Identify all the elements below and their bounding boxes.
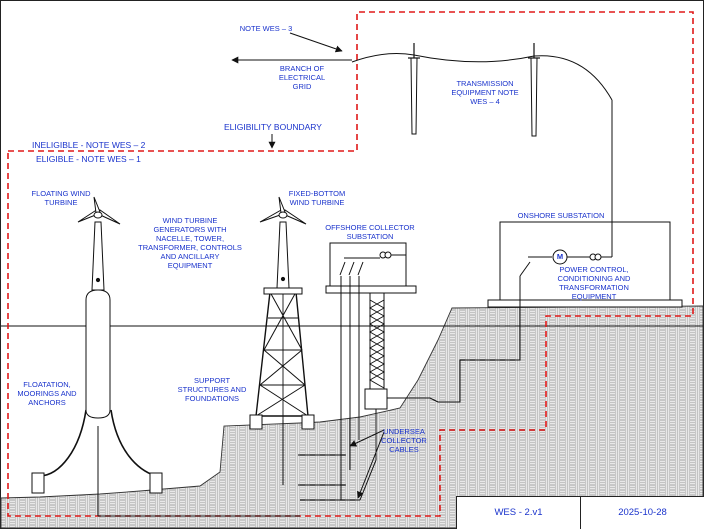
support-structures-label: SUPPORT STRUCTURES AND FOUNDATIONS <box>177 376 247 403</box>
drawing-date: 2025-10-28 <box>581 497 704 529</box>
fixed-bottom-wind-turbine <box>249 196 315 430</box>
undersea-cables-label: UNDERSEA COLLECTOR CABLES <box>381 427 427 454</box>
offshore-substation-label: OFFSHORE COLLECTOR SUBSTATION <box>325 223 415 241</box>
drawing-id: WES - 2.v1 <box>457 497 581 529</box>
note-wes3-arrow <box>289 32 343 53</box>
title-block: WES - 2.v1 2025-10-28 <box>456 496 704 529</box>
power-control-label: POWER CONTROL, CONDITIONING AND TRANSFOR… <box>557 265 631 301</box>
offshore-collector-substation <box>325 242 417 500</box>
undersea-collector-cables <box>98 397 448 517</box>
branch-grid-label: BRANCH OF ELECTRICAL GRID <box>278 64 326 91</box>
transmission-equipment-label: TRANSMISSION EQUIPMENT NOTE WES – 4 <box>451 79 519 106</box>
transmission-pole-right <box>528 43 540 137</box>
fixed-bottom-label: FIXED-BOTTOM WIND TURBINE <box>288 189 346 207</box>
transmission-line <box>351 53 613 222</box>
eligible-label: ELIGIBLE - NOTE WES – 1 <box>36 154 141 164</box>
floatation-label: FLOATATION, MOORINGS AND ANCHORS <box>17 380 77 407</box>
note-wes3-label: NOTE WES – 3 <box>239 24 293 33</box>
onshore-substation-label: ONSHORE SUBSTATION <box>517 211 605 220</box>
generators-label: WIND TURBINE GENERATORS WITH NACELLE, TO… <box>138 216 242 270</box>
ineligible-label: INELIGIBLE - NOTE WES – 2 <box>32 140 146 150</box>
floating-turbine-label: FLOATING WIND TURBINE <box>31 189 91 207</box>
onshore-substation <box>448 221 683 403</box>
eligibility-boundary-label: ELIGIBILITY BOUNDARY <box>224 122 322 132</box>
seabed-terrain <box>0 305 704 529</box>
floating-wind-turbine <box>31 196 163 516</box>
transmission-pole-left <box>408 43 420 135</box>
motor-symbol-label: M <box>556 252 564 261</box>
